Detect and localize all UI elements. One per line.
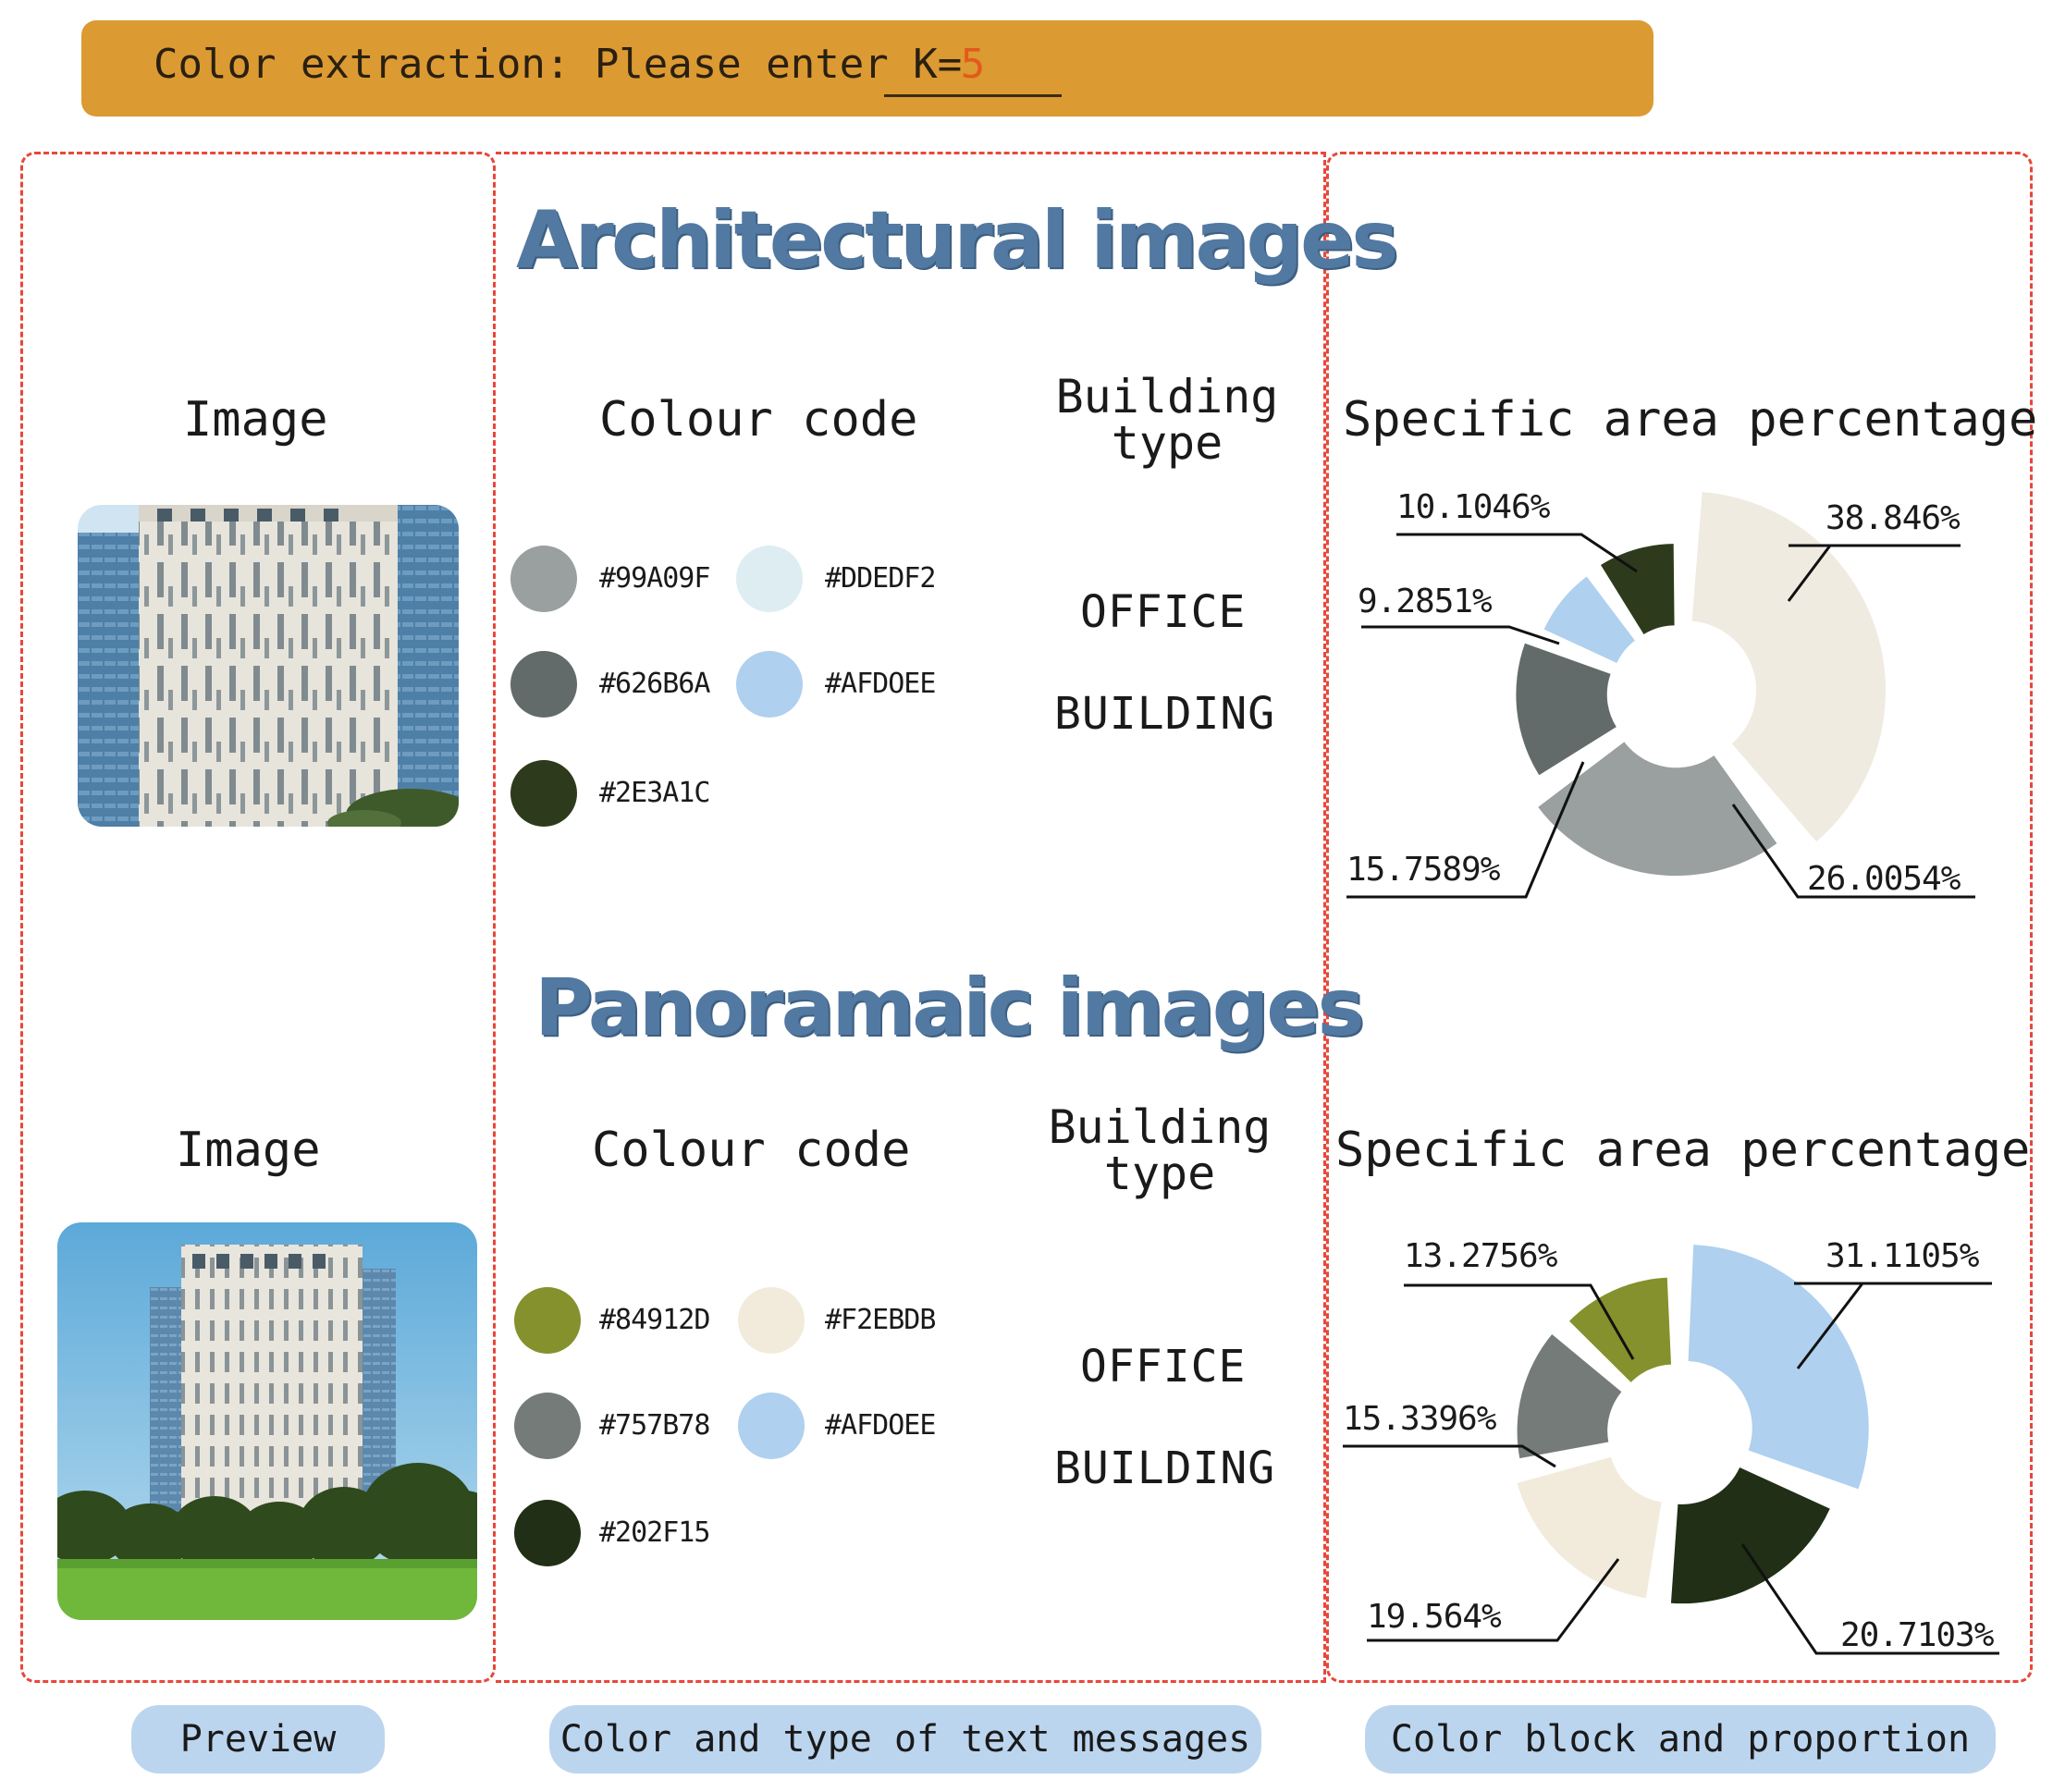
color-swatch xyxy=(510,760,577,827)
color-swatch xyxy=(736,546,803,612)
image-heading: Image xyxy=(176,1123,321,1178)
leader-line xyxy=(1396,533,1638,573)
percentage-label: 26.0054% xyxy=(1807,860,1961,898)
leader-line xyxy=(1343,1444,1556,1468)
donut-slice xyxy=(1691,492,1886,842)
building-type-word: BUILDING xyxy=(1054,688,1276,740)
color-code: #DDEDF2 xyxy=(825,562,936,595)
percentage-label: 15.3396% xyxy=(1343,1400,1497,1438)
color-code: #757B78 xyxy=(599,1409,710,1442)
color-swatch xyxy=(514,1500,581,1566)
percentage-label: 31.1105% xyxy=(1826,1237,1980,1275)
panoramic-photo xyxy=(57,1222,477,1620)
leader-line xyxy=(1404,1283,1635,1360)
donut-slice xyxy=(1517,1456,1662,1599)
building-type-word: BUILDING xyxy=(1054,1442,1276,1494)
color-code: #626B6A xyxy=(599,668,710,700)
leader-line xyxy=(1361,625,1560,645)
donut-slice xyxy=(1516,643,1617,776)
color-swatch xyxy=(510,651,577,718)
color-code: #AFDOEE xyxy=(825,1409,936,1442)
color-block-panel xyxy=(1326,152,2033,1683)
colour-code-heading: Colour code xyxy=(599,392,918,448)
panoramic-section-title: Panoramaic images xyxy=(535,962,1365,1054)
leader-line xyxy=(1740,1543,1999,1655)
leader-line xyxy=(1794,1282,1992,1369)
color-swatch xyxy=(736,651,803,718)
preview-label: Preview xyxy=(131,1705,385,1774)
donut-slice xyxy=(1538,742,1777,877)
percentage-label: 9.2851% xyxy=(1358,583,1493,620)
image-heading: Image xyxy=(183,392,328,448)
color-block-label: Color block and proportion xyxy=(1365,1705,1996,1774)
k-prompt-label: Color extraction: Please enter K= xyxy=(154,41,963,88)
color-code: #F2EBDB xyxy=(825,1304,936,1336)
architectural-section-title: Architectural images xyxy=(516,194,1398,287)
chart-title: Specific area percentage xyxy=(1343,392,2038,448)
building-type-heading: Building type xyxy=(1048,1100,1272,1200)
text-messages-panel xyxy=(496,152,1326,1683)
building-photo xyxy=(78,505,459,827)
donut-slice xyxy=(1600,544,1675,634)
area-donut-chart: 38.846% 26.0054% 15.7589% 9.2851% 10.1046% xyxy=(1346,488,1975,899)
color-code: #84912D xyxy=(599,1304,710,1336)
leader-line xyxy=(1731,804,1975,899)
building-type-word: OFFICE xyxy=(1080,1341,1247,1393)
donut-slice xyxy=(1688,1245,1869,1490)
percentage-label: 15.7589% xyxy=(1346,851,1501,889)
color-swatch xyxy=(738,1287,805,1354)
percentage-label: 38.846% xyxy=(1826,499,1961,537)
percentage-label: 10.1046% xyxy=(1396,488,1551,526)
color-code: #2E3A1C xyxy=(599,777,710,809)
color-code: #99A09F xyxy=(599,562,710,595)
donut-slice xyxy=(1517,1334,1622,1459)
leader-line xyxy=(1787,544,1961,602)
color-code: #AFDOEE xyxy=(825,668,936,700)
colour-code-heading: Colour code xyxy=(592,1123,911,1178)
k-value-input[interactable]: 5 xyxy=(884,41,1062,97)
donut-slice xyxy=(1543,576,1635,664)
color-swatch xyxy=(510,546,577,612)
color-swatch xyxy=(514,1287,581,1354)
leader-line xyxy=(1367,1558,1620,1642)
text-messages-label: Color and type of text messages xyxy=(549,1705,1261,1774)
percentage-label: 13.2756% xyxy=(1404,1237,1558,1275)
k-input-bar: Color extraction: Please enter K= 5 xyxy=(81,20,1653,117)
color-swatch xyxy=(738,1393,805,1459)
color-swatch xyxy=(514,1393,581,1459)
building-type-word: OFFICE xyxy=(1080,586,1247,638)
building-type-heading: Building type xyxy=(1055,370,1279,470)
donut-slice xyxy=(1670,1467,1830,1604)
preview-panel xyxy=(20,152,496,1683)
color-code: #202F15 xyxy=(599,1516,710,1549)
percentage-label: 20.7103% xyxy=(1840,1616,1995,1654)
area-donut-chart: 31.1105% 20.7103% 19.564% 15.3396% 13.2756% xyxy=(1343,1237,1999,1655)
percentage-label: 19.564% xyxy=(1367,1598,1502,1636)
donut-slice xyxy=(1568,1277,1672,1382)
leader-line xyxy=(1346,761,1585,899)
chart-title: Specific area percentage xyxy=(1335,1123,2031,1178)
